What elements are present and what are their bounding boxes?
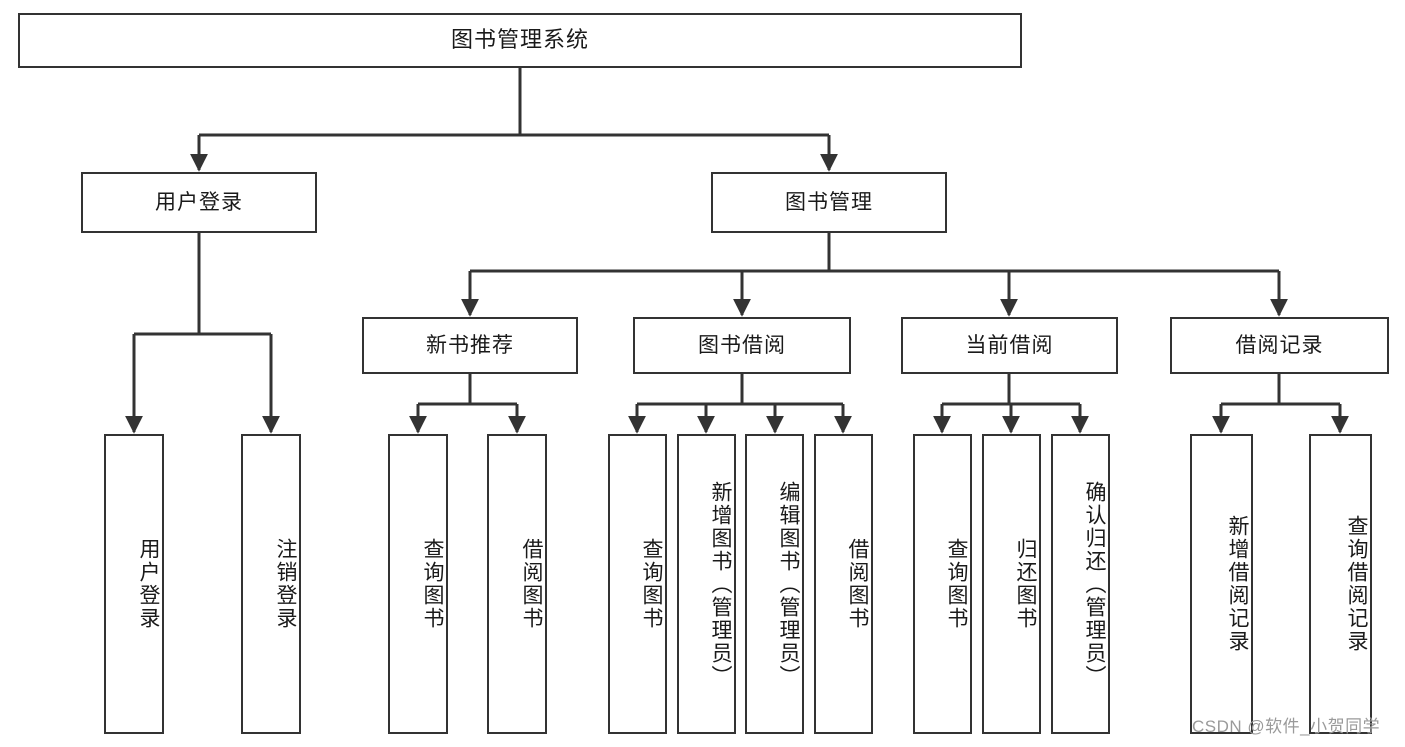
leaf-query-record-label: 查询借阅记录 [1345, 515, 1368, 653]
node-new-book-recommend[interactable]: 新书推荐 [362, 317, 578, 374]
node-current-borrow[interactable]: 当前借阅 [901, 317, 1118, 374]
leaf-add-book-label: 新增图书（管理员） [709, 480, 732, 688]
leaf-return-book[interactable]: 归还图书 [982, 434, 1041, 734]
node-borrow-record-label: 借阅记录 [1235, 333, 1324, 357]
leaf-query-book-3[interactable]: 查询图书 [913, 434, 972, 734]
node-book-borrow[interactable]: 图书借阅 [633, 317, 851, 374]
leaf-query-book-3-label: 查询图书 [945, 538, 968, 630]
leaf-confirm-return-label: 确认归还（管理员） [1083, 480, 1106, 688]
leaf-return-book-label: 归还图书 [1014, 538, 1037, 630]
node-book-manage-label: 图书管理 [785, 190, 873, 214]
leaf-query-book-2[interactable]: 查询图书 [608, 434, 667, 734]
node-user-login-label: 用户登录 [155, 190, 243, 214]
node-borrow-record[interactable]: 借阅记录 [1170, 317, 1389, 374]
node-user-login[interactable]: 用户登录 [81, 172, 317, 233]
leaf-user-login[interactable]: 用户登录 [104, 434, 164, 734]
node-book-manage[interactable]: 图书管理 [711, 172, 947, 233]
leaf-add-record-label: 新增借阅记录 [1226, 515, 1249, 653]
leaf-borrow-book-1[interactable]: 借阅图书 [487, 434, 547, 734]
leaf-query-record[interactable]: 查询借阅记录 [1309, 434, 1372, 734]
node-root-label: 图书管理系统 [450, 27, 589, 53]
leaf-logout[interactable]: 注销登录 [241, 434, 301, 734]
node-book-borrow-label: 图书借阅 [698, 333, 786, 357]
leaf-logout-label: 注销登录 [274, 538, 297, 630]
leaf-add-book[interactable]: 新增图书（管理员） [677, 434, 736, 734]
leaf-add-record[interactable]: 新增借阅记录 [1190, 434, 1253, 734]
leaf-query-book-2-label: 查询图书 [640, 538, 663, 630]
leaf-query-book-1[interactable]: 查询图书 [388, 434, 448, 734]
leaf-borrow-book-1-label: 借阅图书 [520, 538, 543, 630]
node-current-borrow-label: 当前借阅 [965, 333, 1054, 357]
leaf-user-login-label: 用户登录 [137, 538, 160, 630]
node-root[interactable]: 图书管理系统 [18, 13, 1022, 68]
leaf-query-book-1-label: 查询图书 [421, 538, 444, 630]
leaf-borrow-book-2-label: 借阅图书 [846, 538, 869, 630]
leaf-borrow-book-2[interactable]: 借阅图书 [814, 434, 873, 734]
node-new-book-recommend-label: 新书推荐 [426, 333, 514, 357]
leaf-confirm-return[interactable]: 确认归还（管理员） [1051, 434, 1110, 734]
leaf-edit-book-label: 编辑图书（管理员） [777, 480, 800, 688]
leaf-edit-book[interactable]: 编辑图书（管理员） [745, 434, 804, 734]
watermark: CSDN @软件_小贺同学 [1192, 717, 1381, 736]
